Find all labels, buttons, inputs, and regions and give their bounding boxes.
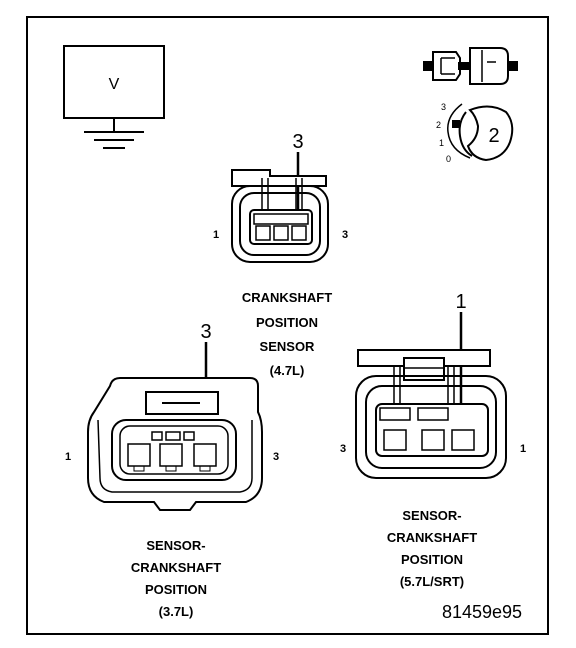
caption-line-1: CRANKSHAFT xyxy=(242,290,332,305)
caption-line-4: (3.7L) xyxy=(159,604,194,619)
caption-line-4: (5.7L/SRT) xyxy=(400,574,464,589)
voltmeter-symbol: V xyxy=(63,45,165,149)
dial-mark-1: 1 xyxy=(439,138,444,148)
pin-label-left: 3 xyxy=(340,443,346,455)
pin-label-left: 1 xyxy=(65,451,71,463)
pin-label-right: 3 xyxy=(342,229,348,241)
meter-symbol-label: V xyxy=(109,76,120,93)
dial-mark-2: 2 xyxy=(436,120,441,130)
back-probe-connector-icon xyxy=(423,47,518,85)
pin-label-right: 1 xyxy=(520,443,526,455)
connector-3-7l: 3 1 3 SENSOR- CRANKSHAFT POSITION (3.7L) xyxy=(65,321,279,619)
pin-label-left: 1 xyxy=(213,229,219,241)
ground-icon xyxy=(84,131,144,149)
selector-knob-icon: 3 2 1 0 2 xyxy=(436,102,514,164)
callout-number: 3 xyxy=(292,131,303,153)
caption-line-2: POSITION xyxy=(256,315,318,330)
selector-position: 2 xyxy=(488,125,499,147)
callout-number: 3 xyxy=(200,321,211,343)
dial-mark-3: 3 xyxy=(441,102,446,112)
connector-5-7l-srt: 1 3 1 SENSOR- CRANKSHAFT POSITION (5.7L/… xyxy=(340,291,526,589)
connector-4-7l: 3 1 3 CRANKSHAFT POSITION SENSOR (4.7L) xyxy=(213,131,348,378)
caption-line-4: (4.7L) xyxy=(270,363,305,378)
caption-line-2: CRANKSHAFT xyxy=(387,530,477,545)
pin-label-right: 3 xyxy=(273,451,279,463)
callout-number: 1 xyxy=(455,291,466,313)
caption-line-3: SENSOR xyxy=(260,339,316,354)
caption-line-1: SENSOR- xyxy=(146,538,205,553)
diagram-frame xyxy=(26,16,549,635)
caption-line-3: POSITION xyxy=(401,552,463,567)
caption-line-1: SENSOR- xyxy=(402,508,461,523)
caption-line-2: CRANKSHAFT xyxy=(131,560,221,575)
dial-mark-0: 0 xyxy=(446,154,451,164)
caption-line-3: POSITION xyxy=(145,582,207,597)
figure-id: 81459e95 xyxy=(442,602,522,622)
